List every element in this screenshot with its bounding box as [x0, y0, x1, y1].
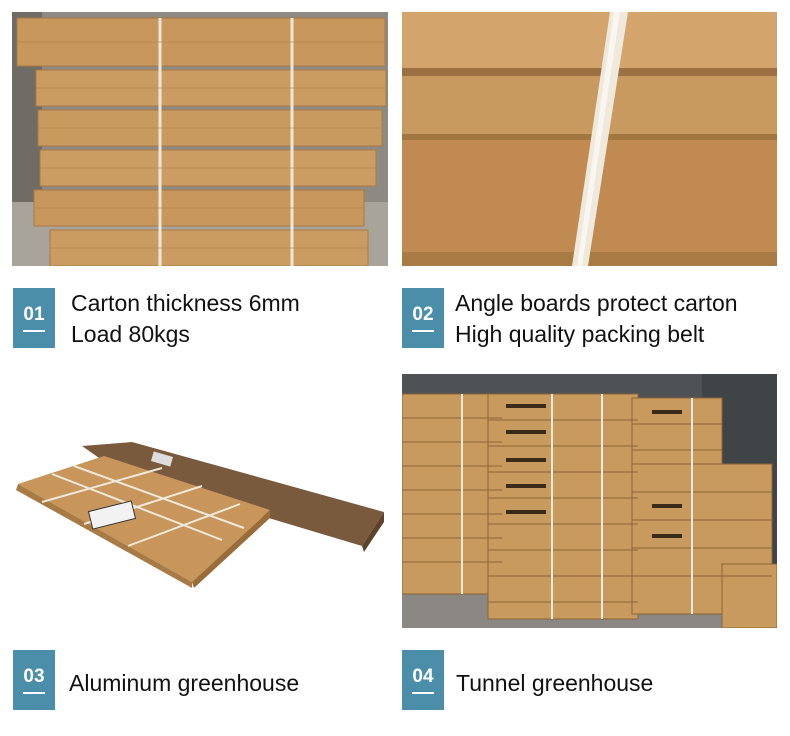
step-number: 02	[412, 303, 434, 325]
step-badge-04: 04	[402, 650, 444, 710]
caption-carton-specs: Carton thickness 6mm Load 80kgs	[71, 288, 300, 350]
badge-underline	[23, 691, 45, 694]
caption-aluminum: Aluminum greenhouse	[69, 668, 299, 699]
caption-line: Tunnel greenhouse	[456, 670, 654, 696]
step-number: 03	[23, 665, 45, 687]
step-number: 04	[412, 665, 434, 687]
flat-carton-photo	[12, 374, 388, 628]
caption-line: Load 80kgs	[71, 321, 190, 347]
caption-line: Aluminum greenhouse	[69, 670, 300, 696]
badge-underline	[23, 329, 45, 332]
step-badge-02: 02	[402, 288, 444, 348]
caption-tunnel: Tunnel greenhouse	[456, 668, 653, 699]
step-number: 01	[23, 303, 45, 325]
badge-underline	[412, 691, 434, 694]
stacked-cartons-photo	[12, 12, 388, 266]
caption-line: Angle boards protect carton	[455, 290, 738, 316]
caption-line: High quality packing belt	[455, 321, 705, 347]
caption-protection: Angle boards protect carton High quality…	[455, 288, 738, 350]
carton-closeup-photo	[402, 12, 777, 266]
badge-underline	[412, 329, 434, 332]
caption-line: Carton thickness 6mm	[71, 290, 300, 316]
step-badge-01: 01	[13, 288, 55, 348]
step-badge-03: 03	[13, 650, 55, 710]
warehouse-cartons-photo	[402, 374, 777, 628]
